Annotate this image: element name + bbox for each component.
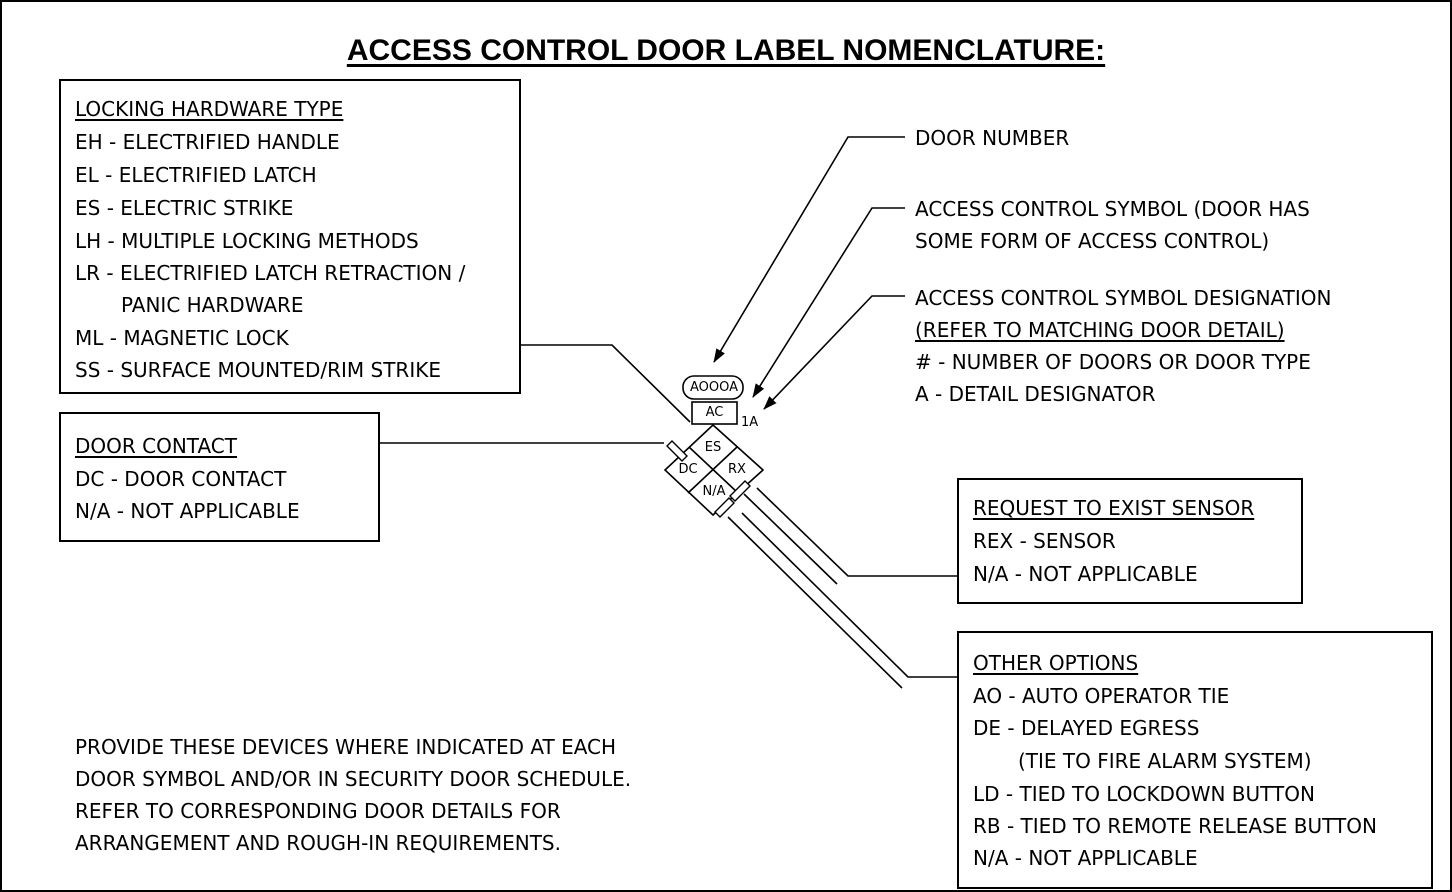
diamond-top-label: ES xyxy=(704,440,722,455)
diamond-bottom-label: N/A xyxy=(702,484,726,499)
locking-hardware-box xyxy=(59,79,521,394)
locking-item: PANIC HARDWARE xyxy=(121,293,304,317)
page-title: ACCESS CONTROL DOOR LABEL NOMENCLATURE: xyxy=(346,34,1106,67)
ac-symbol-label: SOME FORM OF ACCESS CONTROL) xyxy=(915,229,1270,253)
other-options-box xyxy=(957,631,1433,889)
leader-designation xyxy=(763,295,905,410)
diamond-right-label: RX xyxy=(728,462,746,477)
door-number-label: DOOR NUMBER xyxy=(915,126,1070,150)
ac-symbol-label: ACCESS CONTROL SYMBOL (DOOR HAS xyxy=(915,197,1310,221)
request-to-exit-item: REX - SENSOR xyxy=(973,529,1116,553)
locking-item: SS - SURFACE MOUNTED/RIM STRIKE xyxy=(75,358,441,382)
other-options-item: LD - TIED TO LOCKDOWN BUTTON xyxy=(973,782,1315,806)
locking-item: ES - ELECTRIC STRIKE xyxy=(75,196,294,220)
other-options-item: N/A - NOT APPLICABLE xyxy=(973,846,1198,870)
locking-hardware-header: LOCKING HARDWARE TYPE xyxy=(75,97,344,121)
other-options-item: DE - DELAYED EGRESS xyxy=(973,716,1200,740)
door-contact-item: N/A - NOT APPLICABLE xyxy=(75,499,300,523)
other-options-item: (TIE TO FIRE ALARM SYSTEM) xyxy=(1018,749,1312,773)
leader-ac-symbol xyxy=(752,207,905,398)
door-tag-oval xyxy=(682,375,744,400)
designation-label: A - DETAIL DESIGNATOR xyxy=(915,382,1156,406)
door-contact-item: DC - DOOR CONTACT xyxy=(75,467,287,491)
request-to-exit-item: N/A - NOT APPLICABLE xyxy=(973,562,1198,586)
note-line: PROVIDE THESE DEVICES WHERE INDICATED AT… xyxy=(75,735,617,759)
locking-item: ML - MAGNETIC LOCK xyxy=(75,326,289,350)
note-line: ARRANGEMENT AND ROUGH-IN REQUIREMENTS. xyxy=(75,831,561,855)
other-options-header: OTHER OPTIONS xyxy=(973,651,1139,675)
locking-item: LH - MULTIPLE LOCKING METHODS xyxy=(75,229,419,253)
locking-item: EH - ELECTRIFIED HANDLE xyxy=(75,130,340,154)
request-to-exit-header: REQUEST TO EXIST SENSOR xyxy=(973,496,1255,520)
door-contact-header: DOOR CONTACT xyxy=(75,434,237,458)
ac-label: AC xyxy=(705,405,724,420)
designation-label-1a: 1A xyxy=(741,415,759,430)
designation-label: ACCESS CONTROL SYMBOL DESIGNATION xyxy=(915,286,1332,310)
ac-box xyxy=(691,401,738,425)
designation-label: # - NUMBER OF DOORS OR DOOR TYPE xyxy=(915,350,1311,374)
leader-locking-hardware xyxy=(521,344,691,423)
door-contact-box xyxy=(59,412,380,542)
designation-label: (REFER TO MATCHING DOOR DETAIL) xyxy=(915,318,1285,342)
device-diamond xyxy=(663,423,765,518)
locking-item: EL - ELECTRIFIED LATCH xyxy=(75,163,317,187)
request-to-exit-box xyxy=(957,478,1303,604)
leader-rex xyxy=(756,487,958,577)
locking-item: LR - ELECTRIFIED LATCH RETRACTION / xyxy=(75,261,466,285)
other-options-item: AO - AUTO OPERATOR TIE xyxy=(973,684,1230,708)
door-tag-label: AOOOA xyxy=(689,380,739,395)
note-line: DOOR SYMBOL AND/OR IN SECURITY DOOR SCHE… xyxy=(75,767,632,791)
leader-door-number xyxy=(713,136,905,363)
note-line: REFER TO CORRESPONDING DOOR DETAILS FOR xyxy=(75,799,561,823)
diamond-left-label: DC xyxy=(678,462,698,477)
other-options-item: RB - TIED TO REMOTE RELEASE BUTTON xyxy=(973,814,1377,838)
leader-other-options xyxy=(741,512,958,678)
